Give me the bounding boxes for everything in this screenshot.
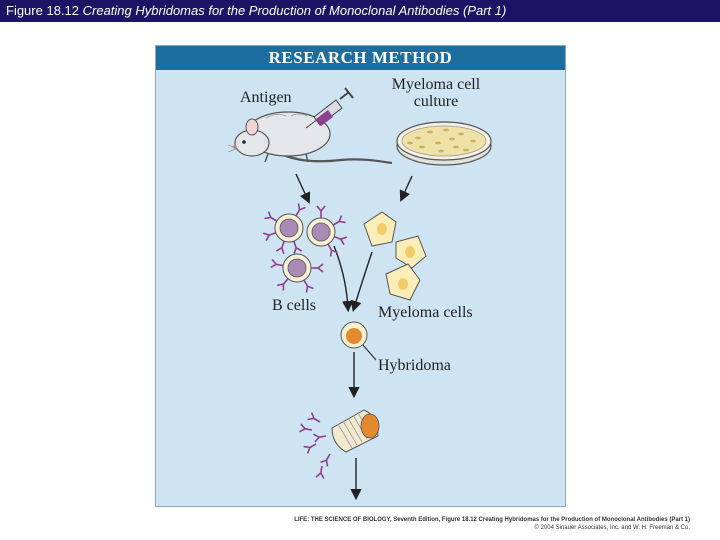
label-myeloma-culture: Myeloma cell culture (381, 76, 491, 110)
figure-title-bar: Figure 18.12 Creating Hybridomas for the… (0, 0, 720, 22)
petri-dish-illustration (396, 121, 492, 166)
syringe-illustration (305, 87, 354, 129)
label-hybridoma: Hybridoma (378, 357, 451, 374)
research-method-panel: RESEARCH METHOD (155, 45, 566, 507)
myeloma-cells-illustration (363, 211, 427, 301)
label-myeloma-cells: Myeloma cells (378, 304, 473, 321)
mouse-illustration (227, 111, 393, 165)
credit-book-line: LIFE: THE SCIENCE OF BIOLOGY, Seventh Ed… (294, 517, 690, 523)
hybridoma-cell-illustration (340, 321, 377, 361)
panel-heading: RESEARCH METHOD (156, 46, 565, 70)
label-myeloma-culture-line1: Myeloma cell (391, 76, 481, 93)
b-cells-illustration (262, 202, 348, 294)
label-antigen: Antigen (240, 89, 292, 106)
figure-credit: LIFE: THE SCIENCE OF BIOLOGY, Seventh Ed… (294, 516, 690, 532)
credit-copyright-line: © 2004 Sinauer Associates, Inc. and W. H… (534, 525, 691, 531)
figure-number: Figure 18.12 (6, 3, 79, 18)
label-myeloma-culture-line2: culture (413, 93, 459, 110)
label-b-cells: B cells (272, 297, 316, 314)
hybridoma-diagram (227, 87, 492, 501)
figure-title: Creating Hybridomas for the Production o… (82, 3, 507, 18)
antibody-secreting-cell-illustration (298, 409, 380, 480)
